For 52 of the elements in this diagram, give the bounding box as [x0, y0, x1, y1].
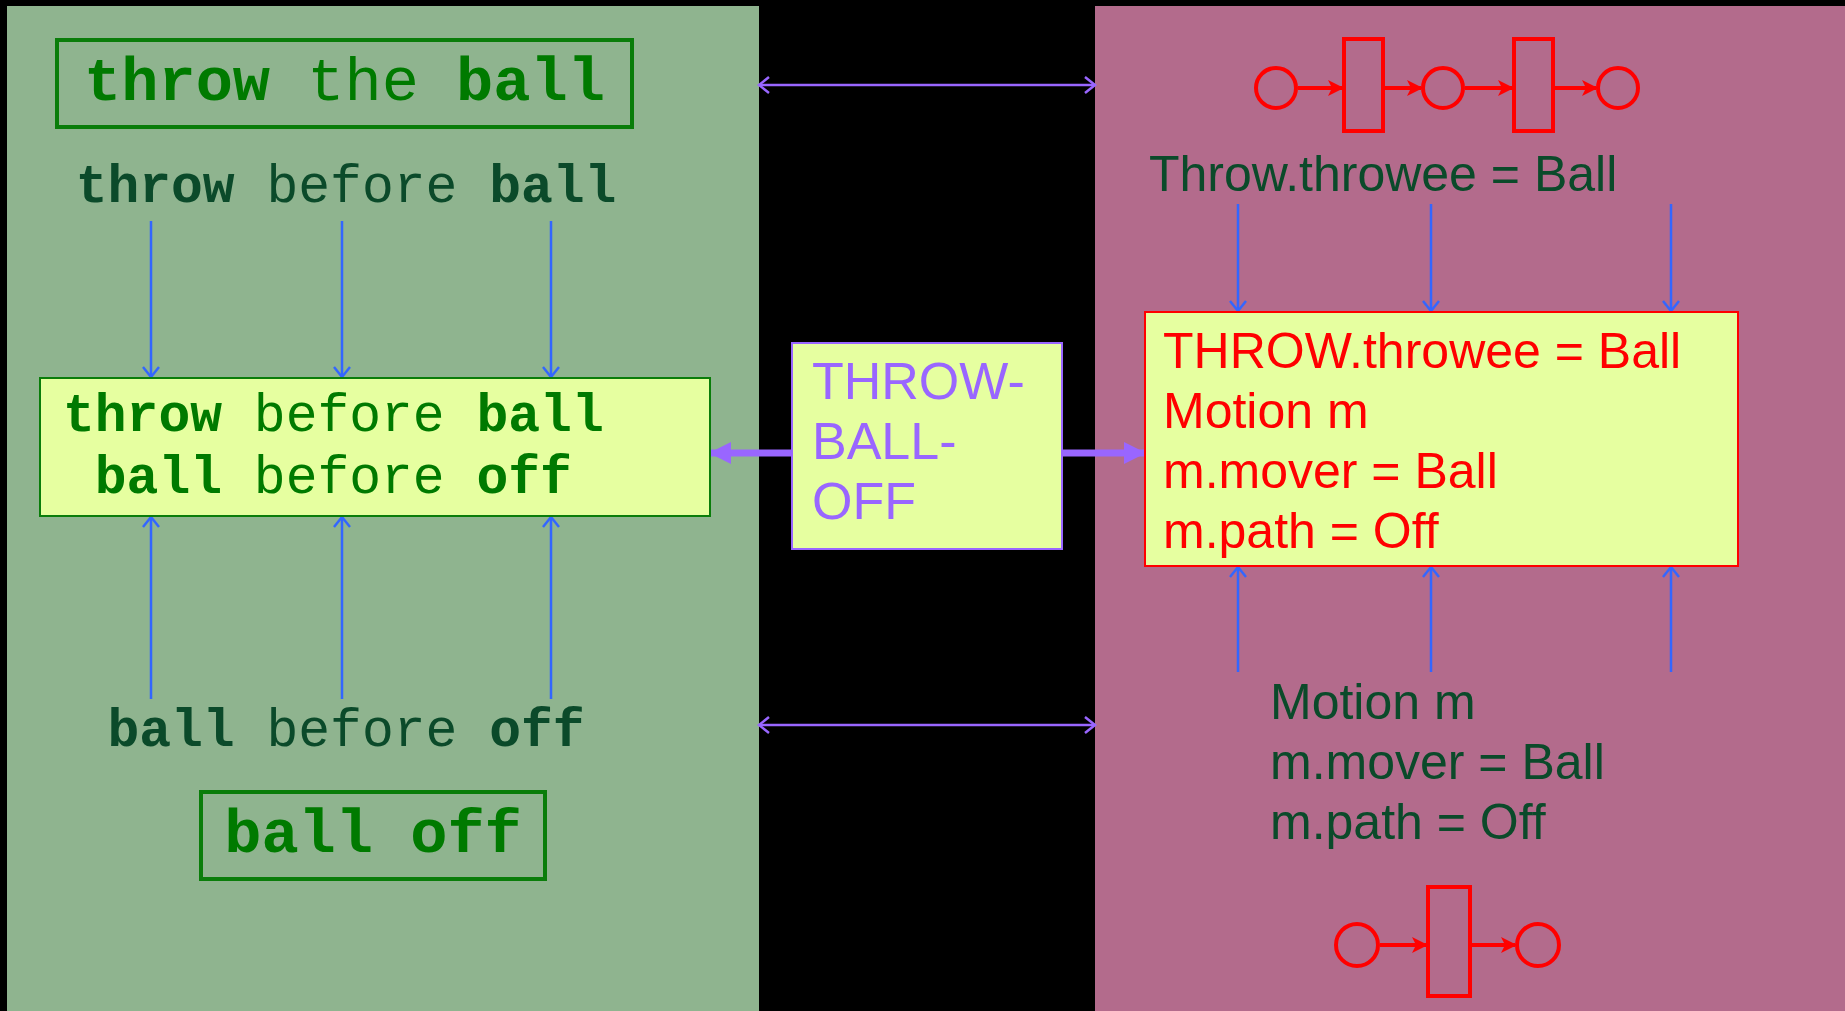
statement-text: m.path = Off: [1270, 793, 1546, 852]
box-text: ball off: [224, 800, 522, 871]
statement-text: m.mover = Ball: [1270, 733, 1605, 792]
arrow: [1421, 204, 1441, 313]
double-arrow: [757, 715, 1097, 735]
arrow: [1063, 442, 1146, 464]
transition-bar: [1426, 885, 1472, 998]
arrow: [541, 515, 561, 699]
box-text: THROW.throwee = Ball: [1163, 322, 1682, 381]
place-circle: [1596, 66, 1640, 110]
statement-text: Throw.throwee = Ball: [1149, 146, 1618, 202]
box-text: m.path = Off: [1163, 502, 1439, 561]
arrow: [1385, 80, 1423, 96]
box-text: Motion m: [1163, 382, 1369, 441]
statement-text: throw before ball: [75, 158, 617, 218]
arrow: [1465, 80, 1514, 96]
arrow: [1661, 204, 1681, 313]
arrow: [141, 515, 161, 699]
transition-bar: [1342, 37, 1385, 133]
text-box: [39, 377, 711, 517]
arrow: [709, 442, 791, 464]
place-circle: [1254, 66, 1298, 110]
arrow: [1661, 565, 1681, 672]
text-box: [55, 38, 634, 129]
box-text: THROW-BALL-OFF: [812, 351, 1026, 531]
transition-bar: [1512, 37, 1555, 133]
box-text: throw before ball: [63, 386, 604, 448]
text-box: [1144, 311, 1739, 567]
box-text: throw the ball: [84, 48, 605, 119]
box-text: m.mover = Ball: [1163, 442, 1498, 501]
arrow: [332, 515, 352, 699]
statement-text: Motion m: [1270, 673, 1476, 732]
arrow: [1228, 204, 1248, 313]
place-circle: [1334, 922, 1380, 968]
place-circle: [1515, 922, 1561, 968]
double-arrow: [757, 75, 1097, 95]
box-text: ball before off: [93, 448, 573, 510]
panel-background: [7, 6, 759, 1011]
arrow: [1298, 80, 1344, 96]
arrow: [541, 221, 561, 379]
statement-text: ball before off: [107, 702, 585, 762]
arrow: [1228, 565, 1248, 672]
text-box: [199, 790, 547, 881]
arrow: [1555, 80, 1598, 96]
arrow: [141, 221, 161, 379]
place-circle: [1421, 66, 1465, 110]
arrow: [1472, 937, 1517, 953]
arrow: [332, 221, 352, 379]
panel-background: [1095, 6, 1845, 1011]
arrow: [1421, 565, 1441, 672]
concept-box: [791, 342, 1063, 550]
arrow: [1380, 937, 1428, 953]
